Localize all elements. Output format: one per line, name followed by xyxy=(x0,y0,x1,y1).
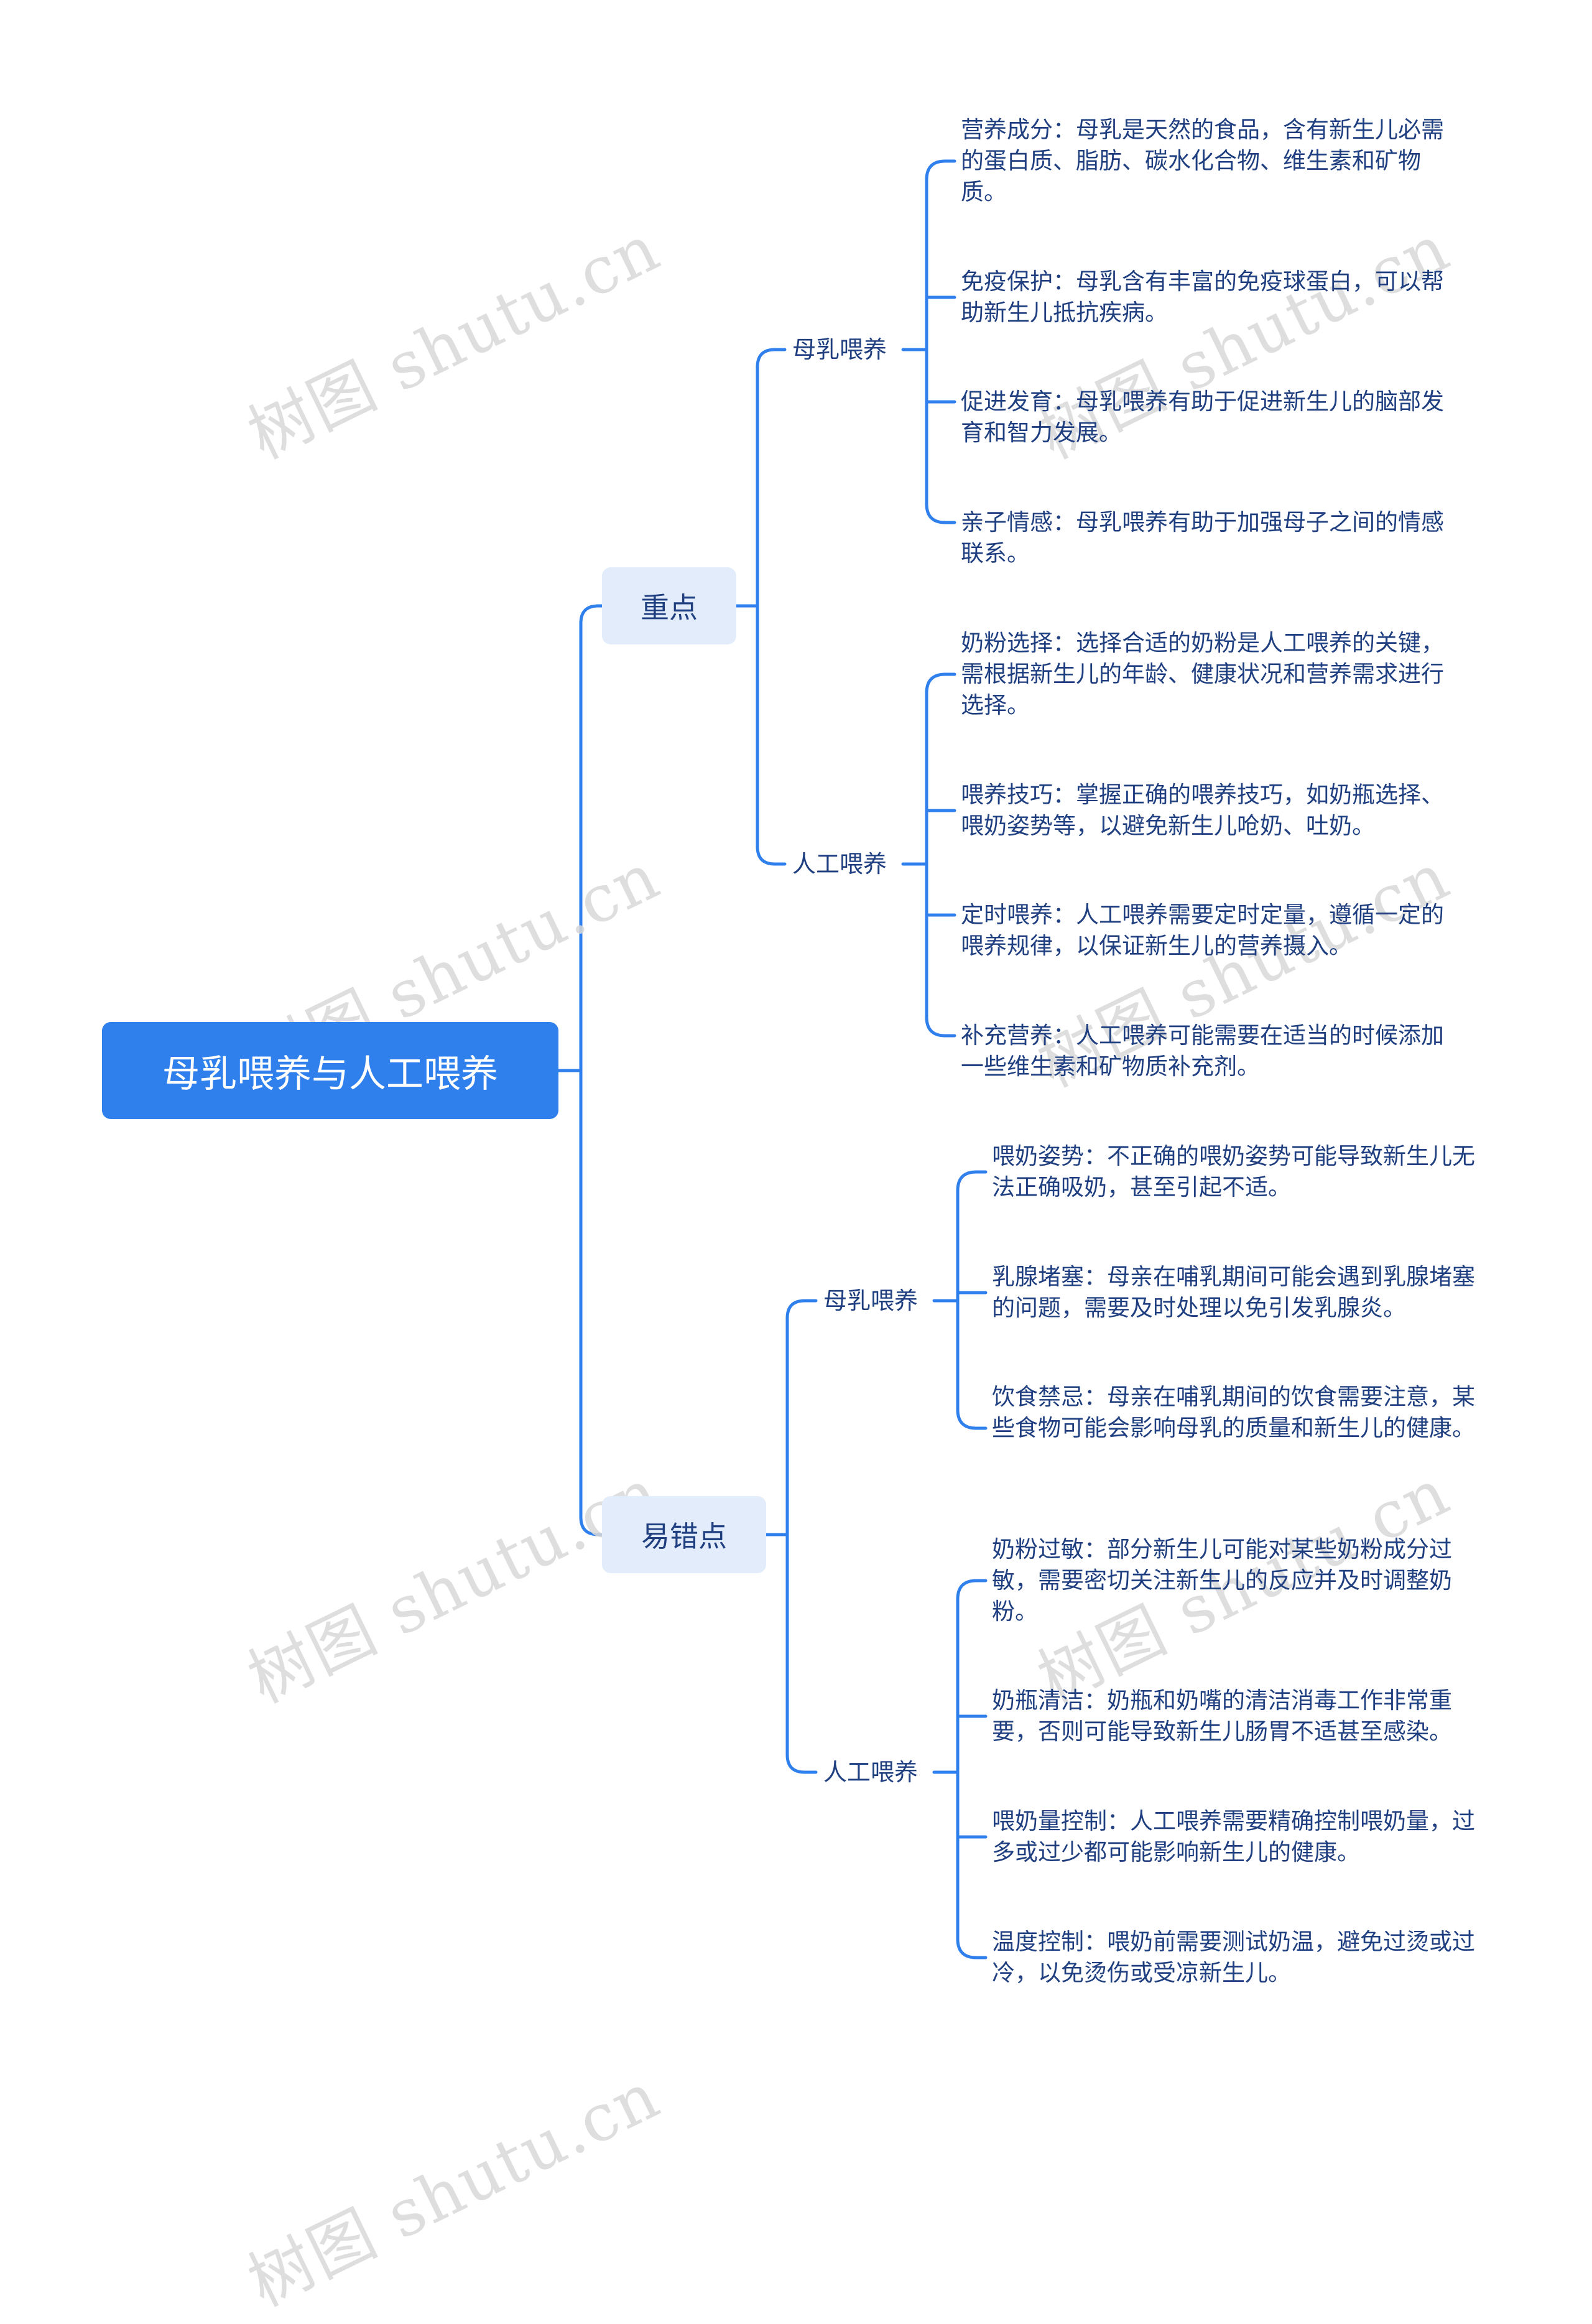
sub-breastfeeding-key[interactable]: 母乳喂养 xyxy=(792,336,887,363)
sub-formula-mistake[interactable]: 人工喂养 xyxy=(823,1759,919,1786)
branch-key-points[interactable]: 重点 xyxy=(602,567,736,644)
leaf-item: 亲子情感：母乳喂养有助于加强母子之间的情感联系。 xyxy=(961,509,1444,567)
leaf-item: 促进发育：母乳喂养有助于促进新生儿的脑部发育和智力发展。 xyxy=(961,388,1444,446)
leaf-item: 免疫保护：母乳含有丰富的免疫球蛋白，可以帮助新生儿抵抗疾病。 xyxy=(961,268,1444,326)
connector-lines xyxy=(557,159,988,1959)
leaf-item: 营养成分：母乳是天然的食品，含有新生儿必需的蛋白质、脂肪、碳水化合物、维生素和矿… xyxy=(961,116,1444,205)
branch-common-mistakes[interactable]: 易错点 xyxy=(602,1496,766,1573)
leaf-item: 奶粉选择：选择合适的奶粉是人工喂养的关键，需根据新生儿的年龄、健康状况和营养需求… xyxy=(961,630,1444,718)
leaf-item: 温度控制：喂奶前需要测试奶温，避免过烫或过冷，以免烫伤或受凉新生儿。 xyxy=(992,1928,1475,1986)
connector-line xyxy=(734,348,787,866)
sub-breastfeeding-mistake[interactable]: 母乳喂养 xyxy=(823,1287,919,1314)
leaf-item: 乳腺堵塞：母亲在哺乳期间可能会遇到乳腺堵塞的问题，需要及时处理以免引发乳腺炎。 xyxy=(992,1263,1475,1321)
sub-formula-key[interactable]: 人工喂养 xyxy=(792,850,887,878)
leaf-item: 奶瓶清洁：奶瓶和奶嘴的清洁消毒工作非常重要，否则可能导致新生儿肠胃不适甚至感染。 xyxy=(992,1687,1452,1745)
leaf-item: 喂奶姿势：不正确的喂奶姿势可能导致新生儿无法正确吸奶，甚至引起不适。 xyxy=(992,1143,1475,1201)
connector-line xyxy=(901,672,956,1038)
root-node[interactable]: 母乳喂养与人工喂养 xyxy=(102,1022,558,1119)
connector-line xyxy=(557,604,604,1536)
leaf-item: 奶粉过敏：部分新生儿可能对某些奶粉成分过敏，需要密切关注新生儿的反应并及时调整奶… xyxy=(992,1536,1452,1625)
leaf-item: 喂奶量控制：人工喂养需要精确控制喂奶量，过多或过少都可能影响新生儿的健康。 xyxy=(992,1808,1475,1866)
leaf-item: 补充营养：人工喂养可能需要在适当的时候添加一些维生素和矿物质补充剂。 xyxy=(961,1022,1444,1080)
leaf-item: 喂养技巧：掌握正确的喂养技巧，如奶瓶选择、喂奶姿势等，以避免新生儿呛奶、吐奶。 xyxy=(961,781,1444,839)
connector-line xyxy=(901,159,956,524)
leaf-item: 饮食禁忌：母亲在哺乳期间的饮食需要注意，某些食物可能会影响母乳的质量和新生儿的健… xyxy=(992,1383,1475,1441)
connector-line xyxy=(932,1170,988,1430)
connector-line xyxy=(764,1299,818,1774)
leaf-item: 定时喂养：人工喂养需要定时定量，遵循一定的喂养规律，以保证新生儿的营养摄入。 xyxy=(961,901,1444,959)
connector-line xyxy=(932,1579,988,1959)
